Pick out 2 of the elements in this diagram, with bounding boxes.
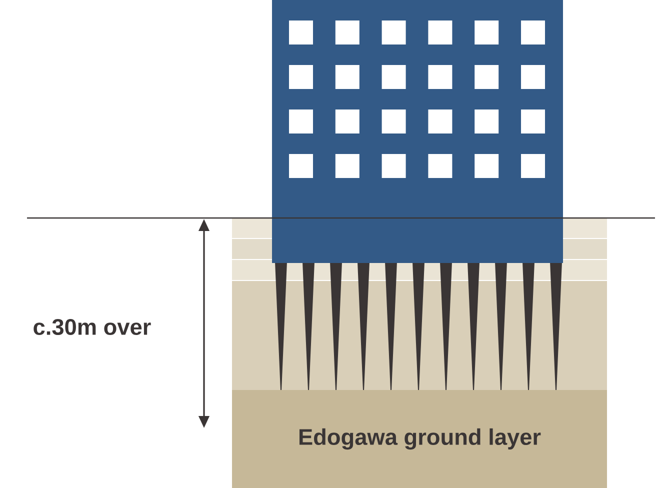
ground-layer-band: Edogawa ground layer xyxy=(232,390,607,488)
dimension-label: c.30m over xyxy=(34,318,151,336)
